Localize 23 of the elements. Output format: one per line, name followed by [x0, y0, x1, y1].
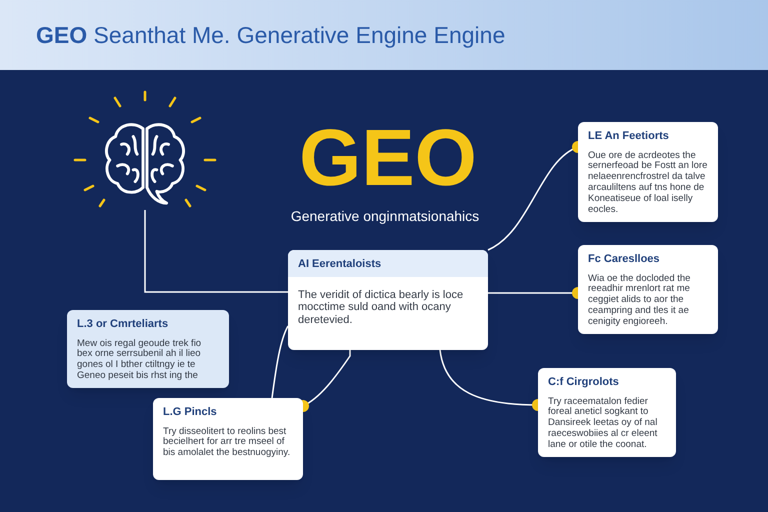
info-card	[153, 398, 303, 480]
subtitle: Generative onginmatsionahics	[290, 207, 480, 226]
card-text: Mew ois regal geoude trek fio bex orne serrsubenil ah il lieo gones ol I bther ctiltngy ie te Geneo peseit bis rhst ing the	[76, 336, 202, 384]
card-text: Try raceematalon fedier foreal aneticl sogkant to Dansireek leetas oy of nal raeceswobiies al cr eleent lane or otile the coonat.	[547, 394, 658, 452]
card-text: Wia oe the docloded the reeadhir mrenlort rat me ceggiet alids to aor the ceampring and tles it ae cenigity engioreeh.	[587, 272, 692, 330]
info-card	[578, 245, 718, 334]
page-title: GEO Seanthat Me. Generative Engine Engine	[36, 20, 506, 50]
info-card	[538, 368, 676, 458]
card-heading: L.G Pincls	[162, 405, 218, 420]
card-text: Try disseolitert to reolins best becielhert for arr tre mseel of bis amolalet the bestnuogyiny.	[162, 424, 292, 460]
card-heading: C:f Cirgrolots	[547, 375, 620, 390]
big-heading: GEO	[298, 118, 478, 198]
connector-line	[271, 326, 289, 398]
connector-line	[144, 210, 288, 293]
info-card	[288, 250, 488, 350]
card-heading: AI Eerentaloists	[288, 250, 488, 276]
card-text: The veridit of dictica bearly is loce mocctime suld oand with ocany deretevied.	[297, 288, 464, 328]
info-card	[578, 122, 718, 222]
card-heading: Fc Careslloes	[587, 252, 661, 267]
card-heading: L.3 or Cmrteliarts	[76, 317, 170, 332]
card-text: Oue ore de acrdeotes the sernerfeoad be Fostt an lore nelaeenrencfrostrel da talve arcauliltens auf tns hone de Koneatiseue of loal iselly eocles.	[587, 148, 708, 218]
card-heading: LE An Feetiorts	[587, 129, 670, 144]
info-card	[67, 310, 229, 388]
